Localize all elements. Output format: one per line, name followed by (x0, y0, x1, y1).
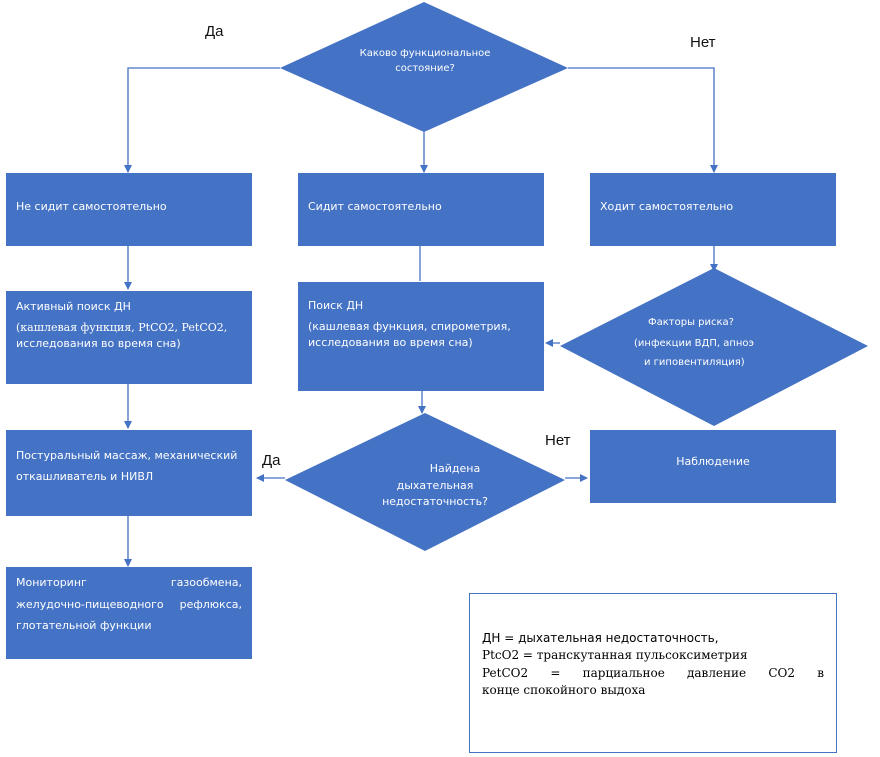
box-active-search: Активный поиск ДН (кашлевая функция, PtC… (6, 291, 252, 384)
legend-line3: PetCO2 = парциальное давление CO2 в (482, 665, 824, 680)
observation-text: Наблюдение (676, 455, 750, 468)
decision-functional-state (280, 2, 568, 132)
monitoring-line2: желудочно-пищеводного рефлюкса, (16, 597, 242, 611)
box-sitting-text: Сидит самостоятельно (308, 200, 442, 213)
decision-functional-state-text: Каково функциональное состояние? (340, 46, 510, 76)
label-no-top: Нет (690, 34, 716, 51)
decision-found-text: Найдена дыхательная недостаточность? (355, 461, 515, 511)
box-not-sitting: Не сидит самостоятельно (6, 173, 252, 246)
connector-yes-left (124, 67, 280, 173)
legend-line1: ДН = дыхательная недостаточность, (482, 631, 719, 645)
box-postural: Постуральный массаж, механический откашл… (6, 430, 252, 516)
connector-no-right (568, 67, 718, 173)
label-no-mid: Нет (545, 432, 571, 449)
legend-box: ДН = дыхательная недостаточность, PtcO2 … (469, 593, 837, 753)
decision-risk-factors (560, 268, 868, 426)
box-not-sitting-text: Не сидит самостоятельно (16, 200, 167, 213)
found-line1: Найдена (429, 462, 481, 475)
decision-functional-line1: Каково функциональное (359, 48, 491, 59)
monitoring-line1: Мониторинг газообмена, (16, 576, 242, 589)
search-line3: исследования во время сна) (308, 336, 473, 349)
label-yes-top: Да (205, 23, 224, 40)
risk-line3: и гиповентиляция) (644, 357, 745, 368)
box-walking-text: Ходит самостоятельно (600, 200, 734, 213)
decision-found-failure (285, 413, 565, 551)
box-walking: Ходит самостоятельно (590, 173, 836, 246)
box-search: Поиск ДН (кашлевая функция, спирометрия,… (298, 282, 544, 391)
postural-line2: откашливатель и НИВЛ (16, 469, 154, 483)
legend-line2: PtcO2 = транскутанная пульсоксиметрия (482, 648, 748, 663)
active-search-line1: Активный поиск ДН (16, 300, 131, 313)
decision-functional-line2: состояние? (395, 63, 455, 74)
legend-line4: конце спокойного выдоха (482, 683, 646, 698)
found-line2: дыхательная (396, 478, 474, 492)
box-sitting: Сидит самостоятельно (298, 173, 544, 246)
monitoring-line3: глотательной функции (16, 619, 152, 632)
active-search-line2: (кашлевая функция, PtCO2, PetCO2, (16, 320, 228, 334)
box-monitoring: Мониторинг газообмена, желудочно-пищевод… (6, 567, 252, 659)
search-line2: (кашлевая функция, спирометрия, (308, 319, 511, 333)
risk-line1: Факторы риска? (648, 317, 734, 328)
active-search-line3: исследования во время сна) (16, 337, 181, 350)
postural-line1: Постуральный массаж, механический (16, 449, 238, 462)
decision-risk-text: Факторы риска? (инфекции ВДП, апноэ и ги… (634, 315, 794, 370)
risk-line2: (инфекции ВДП, апноэ (634, 338, 755, 349)
found-line3: недостаточность? (382, 495, 488, 508)
box-observation: Наблюдение (590, 430, 836, 503)
search-line1: Поиск ДН (308, 299, 364, 312)
label-yes-mid: Да (262, 452, 281, 469)
